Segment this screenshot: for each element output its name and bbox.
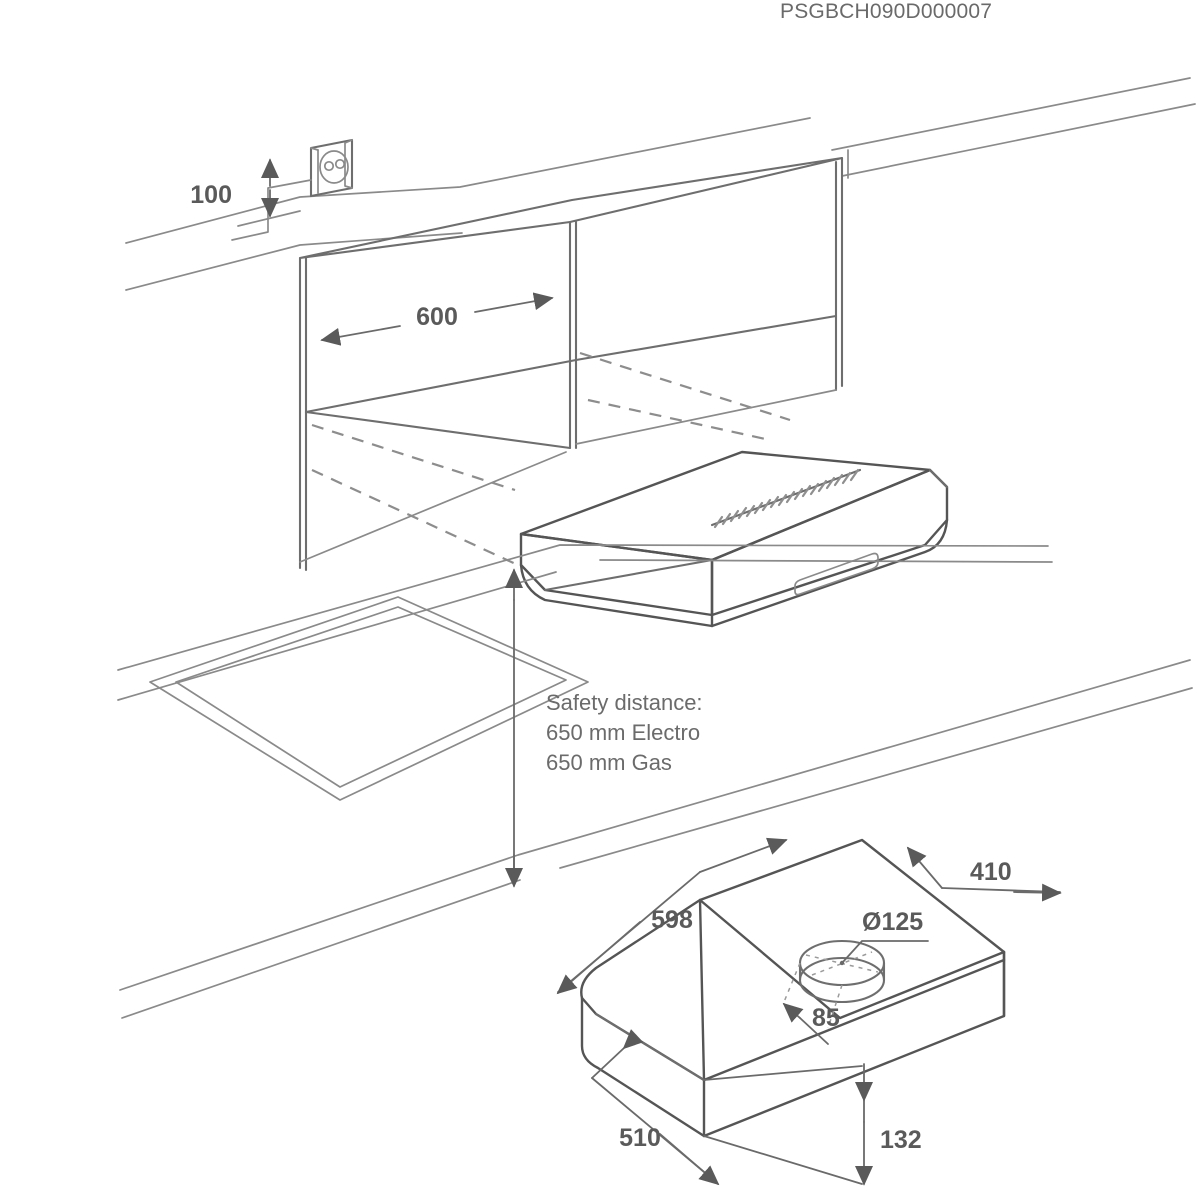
dimension-100: 100: [190, 158, 279, 218]
dimension-600-label: 600: [416, 303, 458, 331]
cooker-hood-body: [519, 450, 949, 628]
hood-control-slot: [794, 552, 879, 596]
safety-note-line-2: 650 mm Electro: [546, 720, 700, 745]
dimension-598-label: 598: [651, 906, 693, 934]
dimension-598: 598: [556, 837, 788, 995]
dimension-410-label: 410: [970, 858, 1012, 886]
dimension-100-label: 100: [190, 181, 232, 209]
cooktop-outline: [149, 596, 589, 801]
detail-hood-view: Ø125 598 410 85: [556, 837, 1062, 1186]
dimension-132-label: 132: [880, 1126, 922, 1154]
wall-ceiling-lines: [125, 77, 1196, 291]
hood-vent-hatching: [710, 468, 862, 529]
safety-note-line-3: 650 mm Gas: [546, 750, 672, 775]
safety-note-line-1: Safety distance:: [546, 690, 703, 715]
dimension-85-label: 85: [812, 1004, 840, 1032]
dimension-510: 510: [591, 1029, 720, 1186]
power-socket-icon: [231, 138, 354, 241]
upper-cabinet: [298, 149, 849, 572]
main-isometric-view: 100 600: [117, 77, 1196, 1019]
worktop-surface: [117, 544, 1193, 1019]
document-code: PSGBCH090D000007: [780, 0, 993, 23]
duct-outlet: [798, 939, 886, 1004]
projection-dashed-lines: [311, 351, 791, 567]
dimension-duct-diameter-label: Ø125: [862, 908, 923, 936]
dimension-600: 600: [320, 292, 554, 346]
dimension-duct-diameter: Ø125: [841, 908, 929, 964]
dimension-510-label: 510: [619, 1124, 661, 1152]
dimension-132: 132: [703, 1063, 922, 1186]
dimension-safety-distance: Safety distance: 650 mm Electro 650 mm G…: [505, 568, 703, 888]
dimension-85: 85: [782, 962, 843, 1045]
dimension-410: 410: [906, 846, 1062, 902]
